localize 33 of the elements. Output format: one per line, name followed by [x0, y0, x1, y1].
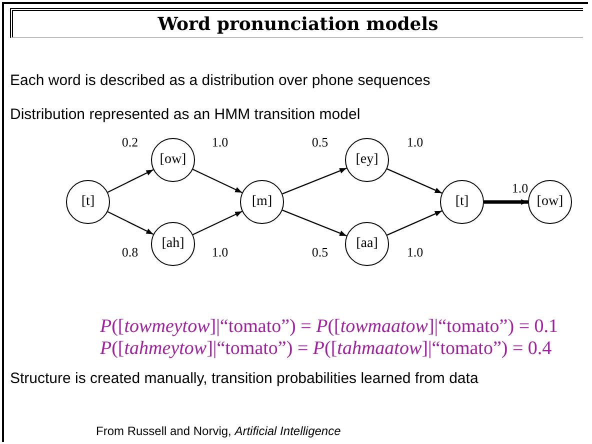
edge-label: 1.0	[210, 136, 230, 148]
arrow	[386, 210, 442, 236]
state-circle: [aa]	[345, 222, 389, 266]
edge-label: 1.0	[406, 136, 424, 148]
arrow	[107, 211, 154, 235]
formula: P([tahmeytow]|“tomato”) = P([tahmaatow]|“tomato”) = 0.4	[100, 338, 552, 360]
state-circle: [m]	[240, 180, 284, 224]
arrow	[282, 168, 347, 194]
edge-label: 0.8	[120, 246, 140, 258]
state-circle: [ah]	[151, 222, 195, 266]
edge-label: 1.0	[510, 182, 530, 194]
arrow	[484, 199, 528, 205]
state-circle: [ow]	[151, 138, 195, 182]
state-circle: [t]	[440, 180, 484, 224]
text-line: Each word is described as a distribution over phone sequences	[10, 72, 430, 89]
state-circle: [ow]	[528, 180, 572, 224]
arrow	[282, 210, 347, 236]
state-circle: [ey]	[345, 138, 389, 182]
arrow	[386, 168, 442, 194]
text-line: Distribution represented as an HMM transition model	[10, 106, 360, 123]
edge-label: 0.5	[310, 246, 330, 258]
state-circle: [t]	[66, 180, 110, 224]
edge-label: 0.5	[310, 136, 330, 148]
arrow	[192, 168, 242, 194]
formula: P([towmeytow]|“tomato”) = P([towmaatow]|“tomato”) = 0.1	[100, 316, 558, 338]
edge-label: 1.0	[406, 246, 424, 258]
title: Word pronunciation models	[158, 14, 438, 34]
edge-label: 0.2	[120, 136, 140, 148]
text-line: Structure is created manually, transition probabilities learned from data	[10, 370, 478, 387]
arrow	[192, 210, 242, 236]
arrow	[107, 169, 154, 193]
edge-label: 1.0	[210, 246, 230, 258]
caption: From Russell and Norvig, Artificial Intelligence	[96, 424, 341, 438]
